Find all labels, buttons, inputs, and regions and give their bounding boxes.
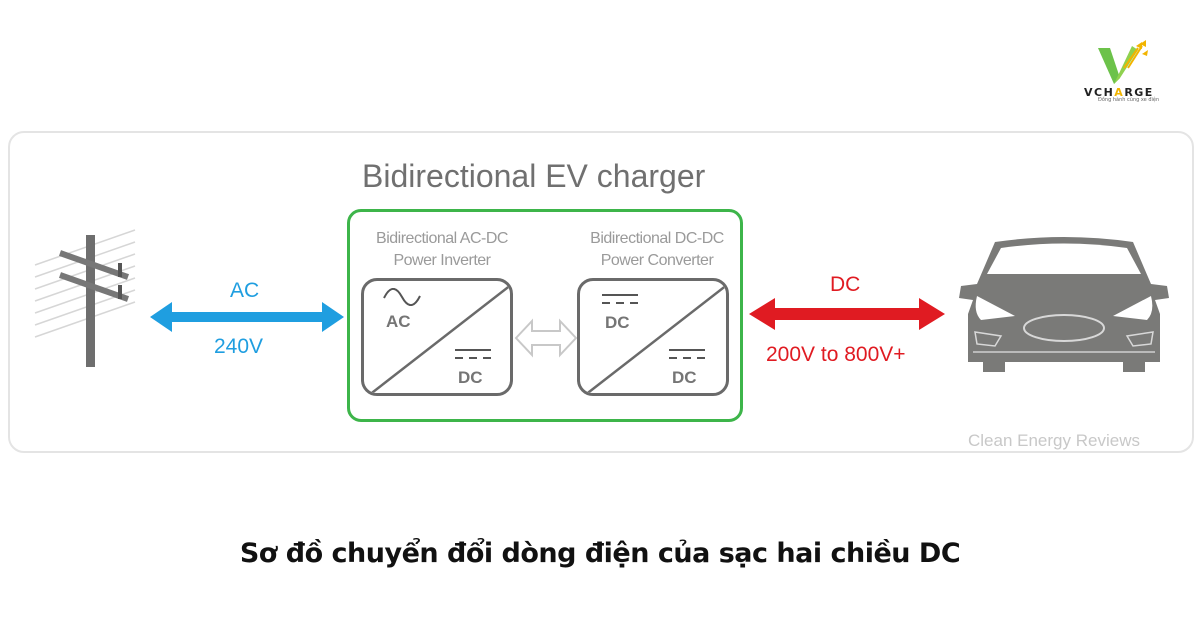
power-pole-icon <box>34 229 136 367</box>
wordmark-suffix: RGE <box>1124 86 1154 99</box>
dc-symbol-icon <box>455 349 491 359</box>
wordmark-prefix: VCH <box>1084 86 1115 99</box>
dc-label: DC <box>830 273 861 296</box>
dc-double-arrow-icon <box>749 298 945 330</box>
diagram-title: Bidirectional EV charger <box>362 158 706 194</box>
sine-wave-icon <box>383 288 421 306</box>
converter-output-label: DC <box>672 368 697 387</box>
inverter-title: Bidirectional AC-DC Power Inverter <box>352 228 532 272</box>
inverter-output-label: DC <box>458 368 483 387</box>
converter-input-label: DC <box>605 313 630 332</box>
vcharge-logo-icon <box>1098 40 1148 84</box>
wordmark-accent: A <box>1114 86 1125 99</box>
source-credit: Clean Energy Reviews <box>968 431 1140 450</box>
inverter-title-line1: Bidirectional AC-DC <box>376 230 508 247</box>
vcharge-logo <box>1076 38 1186 108</box>
ac-voltage: 240V <box>214 335 264 358</box>
diagonal-divider-icon <box>369 284 510 393</box>
converter-title-line1: Bidirectional DC-DC <box>590 230 724 247</box>
ac-label: AC <box>230 279 260 302</box>
vcharge-wordmark: VCHARGE <box>1084 86 1154 99</box>
converter-block <box>577 278 729 396</box>
converter-title: Bidirectional DC-DC Power Converter <box>572 228 742 272</box>
dc-symbol-icon <box>602 294 638 304</box>
figure-caption: Sơ đồ chuyển đổi dòng điện của sạc hai c… <box>239 538 961 569</box>
inverter-title-line2: Power Inverter <box>393 252 491 269</box>
inverter-block <box>361 278 513 396</box>
double-arrow-icon <box>514 318 578 358</box>
dc-symbol-icon <box>669 349 705 359</box>
inverter-input-label: AC <box>386 312 411 331</box>
dc-voltage: 200V to 800V+ <box>766 343 906 366</box>
converter-title-line2: Power Converter <box>600 252 714 269</box>
logo-tagline: Đồng hành cùng xe điện <box>1098 97 1160 103</box>
charger-container <box>347 209 743 422</box>
ac-double-arrow-icon <box>150 302 344 332</box>
diagonal-divider-icon <box>585 284 726 393</box>
electric-car-icon <box>959 237 1169 372</box>
